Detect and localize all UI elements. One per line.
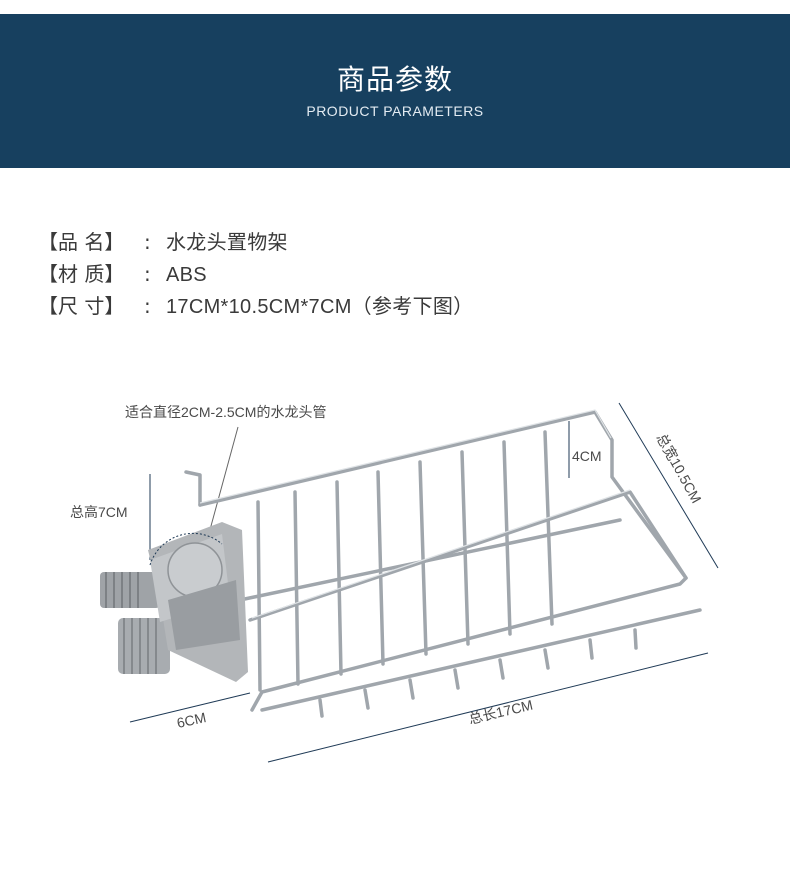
- param-row-size: 【尺 寸】:17CM*10.5CM*7CM（参考下图）: [38, 290, 473, 322]
- param-sep: :: [144, 262, 151, 286]
- faucet-clamp: [100, 522, 248, 682]
- product-diagram: 适合直径2CM-2.5CM的水龙头管 总高7CM 4CM 总宽10.5CM 6C…: [70, 402, 719, 763]
- wire-highlight: [199, 409, 631, 619]
- pipe-diameter-label: 适合直径2CM-2.5CM的水龙头管: [125, 404, 326, 420]
- param-label: 【品 名】: [38, 230, 125, 254]
- param-list: 【品 名】:水龙头置物架 【材 质】:ABS 【尺 寸】:17CM*10.5CM…: [38, 226, 473, 322]
- param-row-name: 【品 名】: 水龙头置物架: [38, 226, 473, 258]
- dimension-lines: [129, 402, 719, 763]
- param-value: 17CM*10.5CM*7CM（参考下图）: [166, 296, 474, 318]
- clamp-width-label: 6CM: [175, 709, 207, 731]
- param-sep: :: [144, 230, 151, 254]
- param-value: ABS: [166, 264, 207, 286]
- depth-label: 4CM: [572, 448, 602, 464]
- param-value: 水龙头置物架: [166, 232, 288, 254]
- total-length-label: 总长17CM: [467, 697, 534, 727]
- param-label: 【材 质】: [38, 262, 125, 286]
- header-banner: 商品参数 PRODUCT PARAMETERS: [0, 14, 790, 168]
- page-subtitle: PRODUCT PARAMETERS: [306, 103, 484, 119]
- param-label: 【尺 寸】: [38, 294, 125, 318]
- wire-basket: [184, 410, 702, 718]
- page-title: 商品参数: [336, 63, 453, 96]
- total-height-label: 总高7CM: [70, 504, 128, 520]
- total-width-label: 总宽10.5CM: [653, 431, 704, 506]
- param-row-material: 【材 质】: ABS: [38, 258, 473, 290]
- param-sep: :: [144, 294, 151, 318]
